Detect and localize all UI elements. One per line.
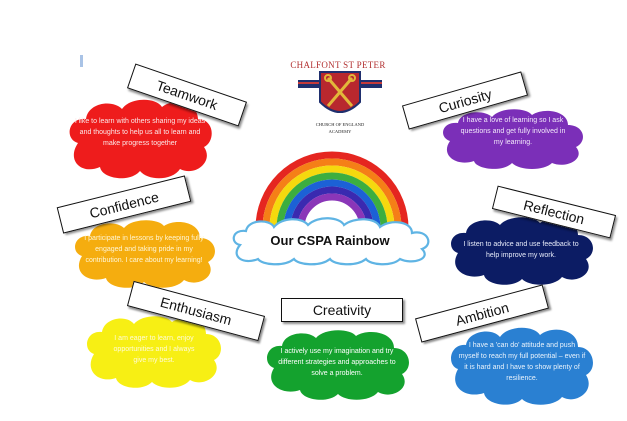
rainbow-icon xyxy=(255,151,409,229)
reflection-text: I listen to advice and use feedback to h… xyxy=(463,241,579,259)
curiosity-cloud: I have a love of learning so I ask quest… xyxy=(438,107,586,169)
reflection-cloud: I listen to advice and use feedback to h… xyxy=(446,215,596,285)
school-subtitle: CHURCH OF ENGLAND ACADEMY xyxy=(315,122,365,134)
school-name: CHALFONT ST PETER xyxy=(290,60,386,70)
curiosity-text: I have a love of learning so I ask quest… xyxy=(460,117,566,146)
enthusiasm-cloud: I am eager to learn, enjoy opportunities… xyxy=(82,312,224,388)
creativity-text: I actively use my imagination and try di… xyxy=(278,348,396,377)
ambition-cloud: I have a 'can do' attitude and push myse… xyxy=(446,325,596,405)
creativity-label: Creativity xyxy=(281,298,403,322)
enthusiasm-text: I am eager to learn, enjoy opportunities… xyxy=(113,335,195,364)
ambition-text: I have a 'can do' attitude and push myse… xyxy=(458,342,586,382)
text-cursor-marker xyxy=(80,55,83,67)
crest-icon xyxy=(298,71,382,113)
teamwork-text: I like to learn with others sharing my i… xyxy=(74,118,206,147)
creativity-cloud: I actively use my imagination and try di… xyxy=(262,328,412,400)
center-title: Our CSPA Rainbow xyxy=(270,233,390,248)
teamwork-cloud: I like to learn with others sharing my i… xyxy=(64,95,214,181)
confidence-cloud: I participate in lessons by keeping full… xyxy=(70,218,218,288)
center-cloud xyxy=(228,215,436,266)
confidence-text: I participate in lessons by keeping full… xyxy=(84,235,204,264)
